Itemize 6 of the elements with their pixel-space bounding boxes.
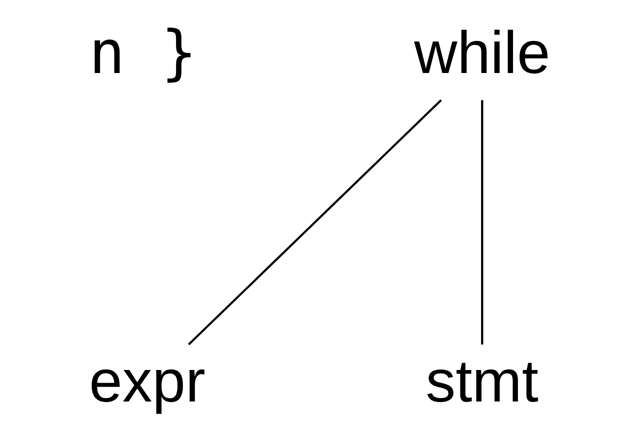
connector (481, 100, 484, 345)
connector (188, 99, 442, 346)
label: n } (89, 18, 197, 88)
node-text: expr (89, 347, 206, 414)
node-text: while (414, 18, 550, 86)
node-text: stmt (426, 347, 539, 414)
